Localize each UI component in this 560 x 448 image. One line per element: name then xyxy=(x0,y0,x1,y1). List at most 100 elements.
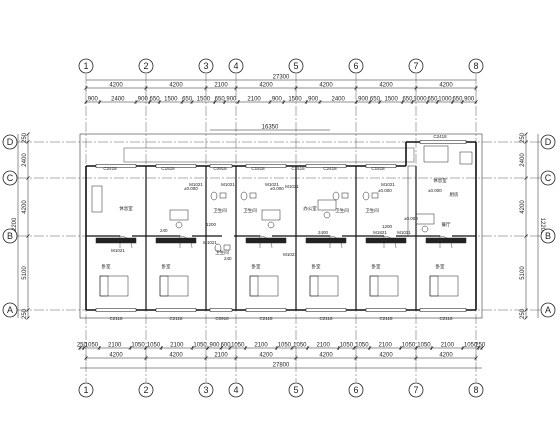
dim-label: 2400 xyxy=(111,97,125,103)
dim-label: 4200 xyxy=(169,83,183,89)
axis-bubble-label: 5 xyxy=(293,385,298,395)
door-tag: M1021 xyxy=(189,182,203,187)
dim-label: 5100 xyxy=(520,266,526,280)
dim-label: 250 xyxy=(22,308,28,319)
axis-bubble: 5 xyxy=(288,58,304,74)
axis-bubble: 7 xyxy=(408,382,424,398)
axis-bubble-label: 2 xyxy=(143,385,148,395)
dim-label: 2100 xyxy=(214,353,228,359)
dim-label: 900 xyxy=(138,97,149,103)
toilet xyxy=(362,191,370,201)
axis-bubble: 1 xyxy=(78,382,94,398)
window xyxy=(209,164,233,168)
dim-tick xyxy=(524,308,528,312)
dim-label: 2100 xyxy=(316,343,330,349)
bed xyxy=(249,275,279,297)
window xyxy=(419,140,467,144)
level-mark: ±0.000 xyxy=(404,216,418,221)
window-tag: C2418 xyxy=(433,134,447,139)
chair xyxy=(175,221,183,229)
door-tag: M1021 xyxy=(221,182,235,187)
eave-line xyxy=(123,147,415,163)
door-tag: M1821 xyxy=(373,230,387,235)
dim-label: 1500 xyxy=(385,97,399,103)
axis-bubble-label: C xyxy=(7,173,14,183)
bed-pillow xyxy=(99,275,109,297)
washbasin xyxy=(249,192,257,199)
door-tag: M1021 xyxy=(203,240,217,245)
dim-label: 650 xyxy=(370,97,381,103)
window-tag: C0918 xyxy=(215,316,229,321)
dim-label: 2100 xyxy=(108,343,122,349)
room-label: 卧室 xyxy=(102,263,111,270)
axis-bubble-circle xyxy=(288,58,304,74)
bed xyxy=(429,275,459,297)
dim-label: 2400 xyxy=(22,153,28,167)
bed xyxy=(369,275,399,297)
small-dim: 2400 xyxy=(318,230,329,235)
window xyxy=(365,164,397,168)
axis-bubble-circle xyxy=(2,170,18,186)
dim-tick xyxy=(524,140,528,144)
dim-label: 250 xyxy=(22,132,28,143)
axis-bubble: C xyxy=(2,170,18,186)
dim-label: 1050 xyxy=(293,343,307,349)
window xyxy=(419,308,467,312)
axis-bubble-circle xyxy=(78,58,94,74)
axis-bubble-circle xyxy=(198,58,214,74)
axis-bubble-label: 1 xyxy=(83,385,88,395)
dim-label: 650 xyxy=(427,97,438,103)
door-tag: M1021 xyxy=(265,182,279,187)
dim-total: 27800 xyxy=(273,363,290,369)
dim-total: 12200 xyxy=(539,218,545,235)
axis-bubble-label: 8 xyxy=(473,385,478,395)
dim-label: 4200 xyxy=(319,83,333,89)
room-label: 卧室 xyxy=(436,263,445,270)
dim-label: 250 xyxy=(520,132,526,143)
room-label: 卫生间 xyxy=(213,207,227,214)
dim-tick xyxy=(524,132,528,136)
dim-label: 2100 xyxy=(214,83,228,89)
room-label: 卫生间 xyxy=(243,207,257,214)
dim-total: 12200 xyxy=(12,217,18,234)
axis-bubble: 6 xyxy=(348,382,364,398)
bed xyxy=(309,275,339,297)
dim-label: 900 xyxy=(272,97,283,103)
window xyxy=(155,164,197,168)
dim-label: 4200 xyxy=(109,353,123,359)
corridor-dim: 16350 xyxy=(262,125,279,131)
toilet xyxy=(214,243,222,253)
dim-tick xyxy=(524,234,528,238)
dim-tick xyxy=(524,316,528,320)
room-label: 卫生间 xyxy=(365,207,379,214)
dim-label: 250 xyxy=(520,308,526,319)
dim-label: 4200 xyxy=(520,200,526,214)
window-tag: C0918 xyxy=(213,166,227,171)
axis-grid-lines xyxy=(18,74,540,382)
dim-label: 5100 xyxy=(22,266,28,280)
dim-label: 1000 xyxy=(413,97,427,103)
stove xyxy=(423,145,449,163)
dim-label: 4200 xyxy=(439,83,453,89)
axis-bubble: 4 xyxy=(228,58,244,74)
door-tag: M1021 xyxy=(285,184,299,189)
axis-bubble-circle xyxy=(348,58,364,74)
dim-label: 2400 xyxy=(331,97,345,103)
axis-bubble: D xyxy=(540,134,556,150)
door-opening xyxy=(120,234,132,238)
dim-label: 1050 xyxy=(147,343,161,349)
axis-bubble-label: A xyxy=(7,305,13,315)
small-dim: 240 xyxy=(160,228,168,233)
walls xyxy=(79,133,483,319)
dim-label: 4200 xyxy=(22,200,28,214)
dim-label: 1050 xyxy=(340,343,354,349)
axis-bubble-circle xyxy=(540,134,556,150)
axis-bubble: A xyxy=(540,302,556,318)
desk xyxy=(169,209,189,221)
axis-bubble-label: D xyxy=(7,137,14,147)
dim-label: 1050 xyxy=(231,343,245,349)
dim-label: 900 xyxy=(209,343,220,349)
dim-label: 4200 xyxy=(379,353,393,359)
dim-label: 650 xyxy=(452,97,463,103)
